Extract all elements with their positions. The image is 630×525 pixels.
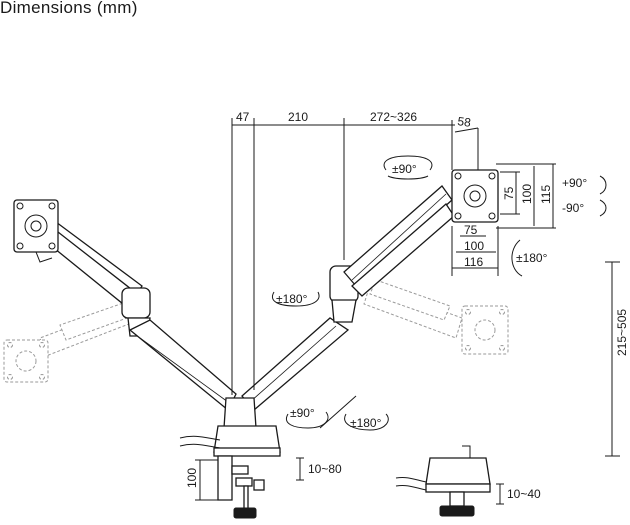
arm-left <box>13 199 237 412</box>
diagram-title: Dimensions (mm) <box>0 0 138 17</box>
base-pole <box>179 397 281 519</box>
rotation-arcs <box>272 155 607 431</box>
arm-right <box>241 169 499 411</box>
swivel-top-label: ±90° <box>392 162 417 176</box>
dim-75-horizontal: 75 <box>464 223 478 237</box>
dim-10-80: 10~80 <box>308 462 342 476</box>
tilt-down-label: -90° <box>562 201 584 215</box>
grommet-base <box>395 445 491 517</box>
dim-47: 47 <box>236 110 250 124</box>
rotate-180-mid-label: ±180° <box>276 292 308 306</box>
tilt-up-label: +90° <box>562 176 587 190</box>
rotate-180-right-label: ±180° <box>516 251 548 265</box>
dim-215-505: 215~505 <box>615 309 629 356</box>
dim-58: 58 <box>457 114 472 130</box>
dim-100-horizontal: 100 <box>464 239 484 253</box>
dim-116-horizontal: 116 <box>464 255 483 269</box>
rotate-180-base-label: ±180° <box>350 416 382 430</box>
ghost-arm-right <box>363 279 509 355</box>
dimension-lines <box>195 118 620 505</box>
dim-10-40: 10~40 <box>507 487 541 501</box>
ghost-arm-left <box>3 299 139 383</box>
dim-75-vertical: 75 <box>502 186 516 200</box>
dim-100-vertical: 100 <box>520 184 534 204</box>
dim-100-clamp: 100 <box>185 468 199 488</box>
dim-272-326: 272~326 <box>370 110 417 124</box>
dim-210: 210 <box>288 110 308 124</box>
swivel-base-label: ±90° <box>290 406 315 420</box>
dim-115-vertical: 115 <box>539 185 553 204</box>
